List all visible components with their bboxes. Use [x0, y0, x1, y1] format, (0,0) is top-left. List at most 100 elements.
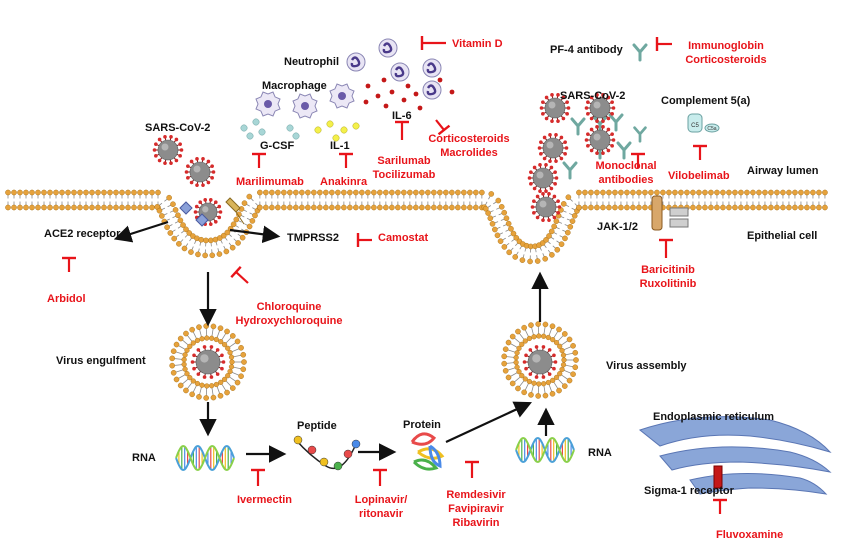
sarilumab-label: Sarilumab	[377, 155, 431, 167]
ribavirin-label: Ribavirin	[452, 517, 500, 529]
inhibition-symbol	[693, 144, 707, 160]
inhibition-symbol	[713, 498, 727, 514]
rna-label-right: RNA	[588, 447, 612, 459]
virus-assembly-label: Virus assembly	[606, 360, 687, 372]
il-6-particle	[381, 77, 387, 83]
antibody-y	[562, 161, 578, 180]
inhibition-symbol	[252, 152, 266, 168]
neutrophil-cell	[378, 38, 398, 58]
inhibition-symbol	[435, 119, 451, 136]
il-6-particle	[401, 97, 407, 103]
phospholipid-bilayer	[5, 189, 828, 265]
il-6-particle	[449, 89, 455, 95]
vesicles	[169, 321, 579, 401]
antibody-y	[632, 43, 648, 62]
inhibition-symbol	[465, 460, 479, 478]
chloroquine-label: Chloroquine	[256, 301, 322, 313]
il-1-particle	[326, 120, 334, 128]
il-1-particle	[352, 122, 360, 130]
inhibition-symbol	[230, 266, 249, 284]
il-6-label: IL-6	[392, 110, 412, 122]
c5a-text: C5a	[707, 126, 716, 132]
process-arrow	[113, 220, 169, 243]
process-arrow	[229, 225, 281, 244]
sars-cov-2-label-right: SARS-CoV-2	[560, 90, 626, 102]
fluvoxamine-label: Fluvoxamine	[716, 529, 784, 541]
rna-helix-left	[175, 445, 235, 471]
inhibition-symbol	[659, 238, 673, 258]
antibody-y	[608, 113, 624, 132]
amino-acid	[307, 445, 317, 455]
sars-cov-2-virion	[530, 192, 562, 222]
sars-cov-2-virion	[539, 93, 571, 123]
antibodies-label: antibodies	[598, 174, 654, 186]
c5a-molecule	[704, 123, 720, 133]
il-6-particle	[417, 105, 423, 111]
stat-box	[669, 218, 689, 228]
immune-cells	[255, 38, 442, 119]
ace2-receptor-shape	[195, 213, 209, 227]
inhibition-symbol	[356, 233, 372, 247]
sars-cov-2-virion	[584, 125, 616, 155]
amino-acid	[351, 439, 361, 449]
ace2-receptor-shape	[179, 201, 193, 215]
vitamin-d-label: Vitamin D	[452, 38, 503, 50]
il-6-particle	[389, 89, 395, 95]
membrane-vesicle	[501, 321, 579, 399]
sars-cov-2-virion	[184, 157, 216, 187]
il-6-particle	[437, 77, 443, 83]
il-1-particle	[332, 134, 340, 142]
sars-cov-2-virion	[190, 345, 226, 379]
antibody-y	[570, 117, 586, 136]
cell-membrane	[5, 189, 828, 265]
c5-text: C5	[691, 123, 699, 129]
cytokine-dots	[240, 77, 455, 142]
sigma-1-receptor-shape	[713, 465, 723, 489]
il-6-particle	[375, 93, 381, 99]
sars-cov-2-virion	[522, 345, 558, 379]
inhibition-symbol	[339, 152, 353, 168]
rna-helix-right	[515, 437, 575, 463]
c5-molecule	[687, 113, 703, 133]
inhibition-symbol	[251, 468, 265, 486]
macrophage-cell	[292, 93, 318, 119]
antibody-y	[616, 141, 632, 160]
ivermectin-label: Ivermectin	[237, 494, 293, 506]
endoplasmic-reticulum-shape	[638, 416, 832, 495]
ruxolitinib-label: Ruxolitinib	[639, 278, 697, 290]
remdesivir-label: Remdesivir	[446, 489, 506, 501]
g-csf-particle	[286, 124, 294, 132]
jak-box	[669, 207, 689, 217]
inhibition-symbol	[373, 468, 387, 486]
immunoglobin-label: Immunoglobin	[688, 40, 764, 52]
il-6-particle	[405, 83, 411, 89]
vilobelimab-label: Vilobelimab	[668, 170, 730, 182]
virus-engulfment-label: Virus engulfment	[56, 355, 146, 367]
neutrophil-cell	[422, 58, 442, 78]
peptide-label: Peptide	[297, 420, 337, 432]
g-csf-particle	[252, 118, 260, 126]
process-arrows	[113, 220, 555, 463]
inhibition-symbols	[62, 36, 727, 514]
g-csf-particle	[292, 132, 300, 140]
pf4-antibody-label: PF-4 antibody	[550, 44, 623, 56]
sars-cov-2-label-left: SARS-CoV-2	[145, 122, 211, 134]
protein-structure	[410, 432, 445, 471]
endoplasmic-reticulum-label: Endoplasmic reticulum	[653, 411, 775, 423]
anakinra-label: Anakinra	[320, 176, 368, 188]
sars-cov-2-virion	[152, 135, 184, 165]
inhibition-symbol	[655, 37, 672, 51]
il-1-label: IL-1	[330, 140, 350, 152]
neutrophil-label: Neutrophil	[284, 56, 339, 68]
g-csf-particle	[258, 128, 266, 136]
amino-acid	[333, 461, 343, 471]
amino-acid	[293, 435, 303, 445]
amino-acid	[343, 449, 353, 459]
cytokine-receptor	[651, 195, 663, 231]
g-csf-label: G-CSF	[260, 140, 295, 152]
hydroxychloroquine-label: Hydroxychloroquine	[235, 315, 343, 327]
airway-lumen-label: Airway lumen	[747, 165, 819, 177]
corticosteroids-label-top: Corticosteroids	[685, 54, 767, 66]
